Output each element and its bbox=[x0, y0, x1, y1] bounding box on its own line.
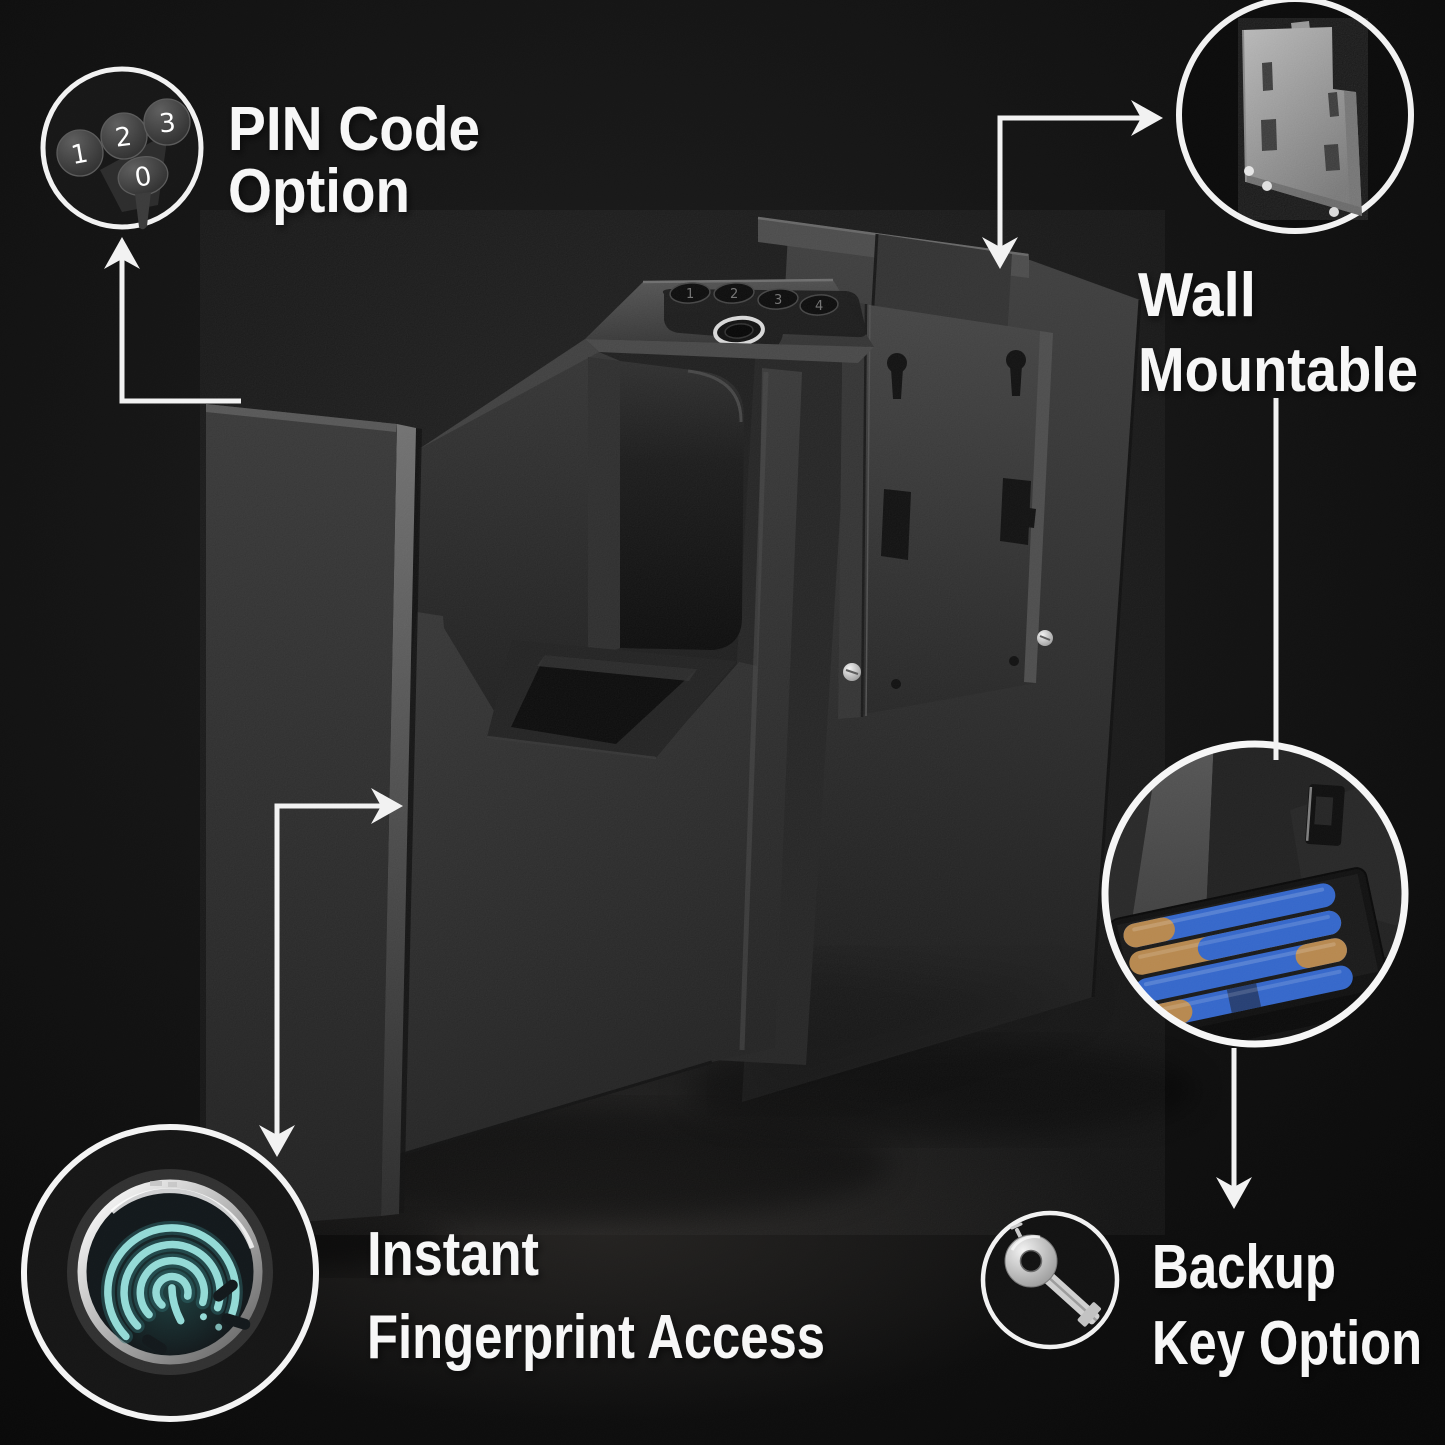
wall-mount-label-line2: Mountable bbox=[1138, 336, 1418, 405]
pin-code-callout: 1 2 3 0 bbox=[40, 66, 204, 230]
pin-connector bbox=[119, 256, 241, 404]
pin-code-label-line1: PIN Code bbox=[228, 95, 480, 164]
wall-connector bbox=[997, 115, 1158, 252]
pin-key-0: 0 bbox=[132, 161, 154, 193]
fingerprint-callout bbox=[21, 1124, 319, 1422]
arrow-down-icon bbox=[259, 1125, 295, 1157]
wall-mount-label-line1: Wall bbox=[1138, 261, 1256, 330]
backup-key-label-line2: Key Option bbox=[1152, 1309, 1422, 1378]
arrow-right-icon bbox=[371, 788, 403, 824]
battery-callout-circle bbox=[1101, 740, 1409, 1048]
pin-key-3: 3 bbox=[158, 108, 177, 139]
fingerprint-label-line1: Instant bbox=[367, 1220, 539, 1289]
pin-key-1: 1 bbox=[69, 139, 91, 171]
metal-texture bbox=[200, 210, 1165, 1235]
handgun-safe-photo: 1 2 3 4 bbox=[200, 210, 1165, 1235]
arrow-down-icon bbox=[1216, 1177, 1252, 1209]
keypad-keys-icon: 1 2 3 0 bbox=[56, 98, 191, 230]
wall-mount-callout bbox=[1176, 0, 1414, 234]
wall-bracket-icon bbox=[1238, 18, 1368, 220]
fingerprint-ridges bbox=[104, 1224, 240, 1341]
key-icon bbox=[1004, 1222, 1101, 1327]
fingerprint-connector bbox=[274, 803, 386, 1138]
arrow-right-icon bbox=[1131, 100, 1163, 136]
fingerprint-label-line2: Fingerprint Access bbox=[367, 1303, 825, 1372]
backup-key-label-line1: Backup bbox=[1152, 1233, 1336, 1302]
arrow-down-icon bbox=[982, 237, 1018, 269]
connector-arrowheads bbox=[104, 100, 1252, 1209]
connectors bbox=[119, 115, 1279, 1190]
arrow-up-icon bbox=[104, 237, 140, 269]
backup-key-callout bbox=[980, 1210, 1120, 1350]
fingerprint-icon bbox=[67, 1169, 273, 1375]
pin-code-label-line2: Option bbox=[228, 157, 410, 226]
pin-key-2: 2 bbox=[113, 122, 133, 154]
